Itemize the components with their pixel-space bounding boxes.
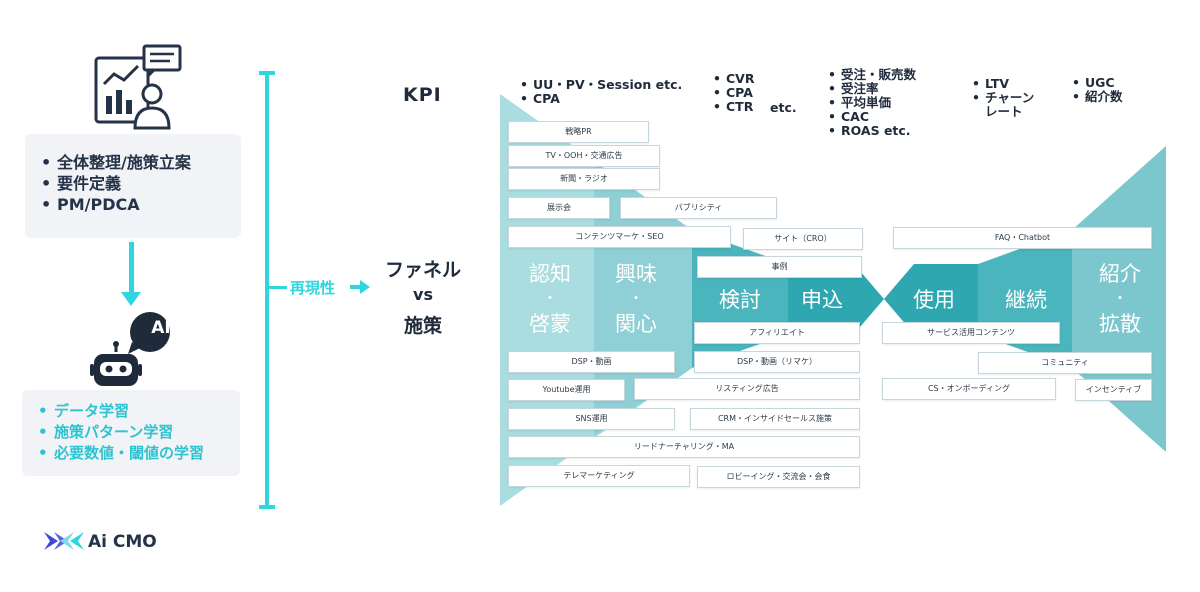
kpi-item: CPA bbox=[520, 92, 682, 107]
aicmo-logo-icon bbox=[44, 532, 84, 550]
stage-interest-label-b: 関心 bbox=[615, 312, 657, 336]
ai-tasks-panel: データ学習 施策パターン学習 必要数値・閾値の学習 bbox=[22, 390, 240, 476]
kpi-item: LTV bbox=[972, 77, 1034, 92]
stage-awareness: 認知 ・ 啓蒙 bbox=[520, 262, 580, 336]
tactic-box: リスティング広告 bbox=[634, 378, 860, 400]
tactic-box: アフィリエイト bbox=[694, 322, 860, 344]
tactic-box: FAQ・Chatbot bbox=[893, 227, 1152, 249]
kpi-item: CAC bbox=[828, 110, 916, 125]
kpi-item: 紹介数 bbox=[1072, 90, 1123, 105]
kpi-item: UGC bbox=[1072, 76, 1123, 91]
stage-referral: 紹介 ・ 拡散 bbox=[1088, 262, 1152, 336]
stage-referral-label-b: 拡散 bbox=[1099, 312, 1141, 336]
bracket-bottom bbox=[259, 505, 275, 509]
tactic-box: コンテンツマーケ・SEO bbox=[508, 226, 731, 248]
kpi-etc: etc. bbox=[770, 100, 797, 115]
down-arrow-shaft bbox=[129, 242, 134, 294]
vs-label: vs bbox=[413, 285, 433, 304]
kpi-item: ROAS etc. bbox=[828, 124, 916, 139]
ai-robot-icon bbox=[90, 312, 170, 386]
kpi-awareness-list: UU・PV・Session etc. CPA bbox=[520, 78, 682, 107]
kpi-item: CVR bbox=[713, 72, 754, 87]
tactic-box: サービス活用コンテンツ bbox=[882, 322, 1060, 344]
kpi-item: 平均単価 bbox=[828, 96, 916, 111]
tactic-box: リードナーチャリング・MA bbox=[508, 436, 860, 458]
funnel-use-segment bbox=[884, 264, 978, 334]
kpi-continue-list: LTV チャーン レート bbox=[972, 77, 1034, 119]
tactic-box: コミュニティ bbox=[978, 352, 1152, 374]
kpi-item: 受注・販売数 bbox=[828, 68, 916, 83]
reproducibility-bracket bbox=[265, 73, 269, 507]
tactic-box: サイト（CRO） bbox=[743, 228, 863, 250]
down-arrow-icon bbox=[121, 292, 141, 306]
ai-bubble-label: AI bbox=[151, 318, 171, 338]
funnel-referral-segment bbox=[1072, 146, 1166, 452]
funnel-apply-segment bbox=[788, 264, 884, 334]
tactic-box: TV・OOH・交通広告 bbox=[508, 145, 660, 167]
ai-task-item: データ学習 bbox=[34, 401, 240, 422]
stage-awareness-label-a: 認知 bbox=[529, 262, 571, 286]
tactic-box: CS・オンボーディング bbox=[882, 378, 1056, 400]
repro-arrow-shaft bbox=[350, 285, 361, 289]
kpi-item: CPA bbox=[713, 86, 754, 101]
kpi-consider-list: CVR CPA CTR bbox=[713, 72, 754, 115]
ai-task-item: 必要数値・閾値の学習 bbox=[34, 443, 240, 464]
reproducibility-label: 再現性 bbox=[290, 279, 336, 297]
kpi-item: 受注率 bbox=[828, 82, 916, 97]
right-arrow-icon bbox=[360, 280, 370, 294]
human-task-item: PM/PDCA bbox=[37, 194, 241, 215]
tactic-box: 展示会 bbox=[508, 197, 610, 219]
tactics-title: 施策 bbox=[403, 315, 442, 337]
kpi-item-cont: レート bbox=[985, 104, 1023, 119]
tactic-box: 事例 bbox=[697, 256, 862, 278]
stage-use: 使用 bbox=[913, 288, 955, 312]
tactic-box: ロビーイング・交流会・会食 bbox=[697, 466, 860, 488]
tactic-box: 新聞・ラジオ bbox=[508, 168, 660, 190]
stage-awareness-label-b: 啓蒙 bbox=[529, 312, 571, 336]
human-task-item: 全体整理/施策立案 bbox=[37, 152, 241, 173]
stage-continue: 継続 bbox=[1005, 288, 1047, 312]
kpi-referral-list: UGC 紹介数 bbox=[1072, 76, 1123, 105]
kpi-apply-list: 受注・販売数 受注率 平均単価 CAC ROAS etc. bbox=[828, 68, 916, 139]
human-task-item: 要件定義 bbox=[37, 173, 241, 194]
stage-referral-label-a: 紹介 bbox=[1099, 262, 1141, 286]
stage-interest: 興味 ・ 関心 bbox=[606, 262, 666, 336]
funnel-title: ファネル bbox=[384, 259, 461, 281]
stage-consider: 検討 bbox=[719, 288, 761, 312]
aicmo-logo-text: Ai CMO bbox=[88, 532, 157, 552]
tactic-box: 戦略PR bbox=[508, 121, 649, 143]
tactic-box: Youtube運用 bbox=[508, 379, 625, 401]
tactic-box: CRM・インサイドセールス施策 bbox=[690, 408, 860, 430]
kpi-item: チャーン bbox=[972, 91, 1034, 106]
kpi-item: CTR bbox=[713, 100, 754, 115]
kpi-item: UU・PV・Session etc. bbox=[520, 78, 682, 93]
tactic-box: DSP・動画（リマケ） bbox=[694, 351, 860, 373]
tactic-box: テレマーケティング bbox=[508, 465, 690, 487]
repro-connector bbox=[269, 286, 287, 289]
analyst-report-icon bbox=[94, 44, 182, 130]
stage-dot: ・ bbox=[543, 291, 557, 307]
stage-apply: 申込 bbox=[801, 288, 843, 312]
tactic-box: インセンティブ bbox=[1075, 379, 1152, 401]
human-tasks-panel: 全体整理/施策立案 要件定義 PM/PDCA bbox=[25, 134, 241, 238]
stage-dot: ・ bbox=[629, 291, 643, 307]
stage-interest-label-a: 興味 bbox=[615, 262, 657, 286]
kpi-title: KPI bbox=[403, 84, 442, 106]
tactic-box: DSP・動画 bbox=[508, 351, 675, 373]
tactic-box: パブリシティ bbox=[620, 197, 777, 219]
ai-task-item: 施策パターン学習 bbox=[34, 422, 240, 443]
tactic-box: SNS運用 bbox=[508, 408, 675, 430]
stage-dot: ・ bbox=[1113, 291, 1127, 307]
